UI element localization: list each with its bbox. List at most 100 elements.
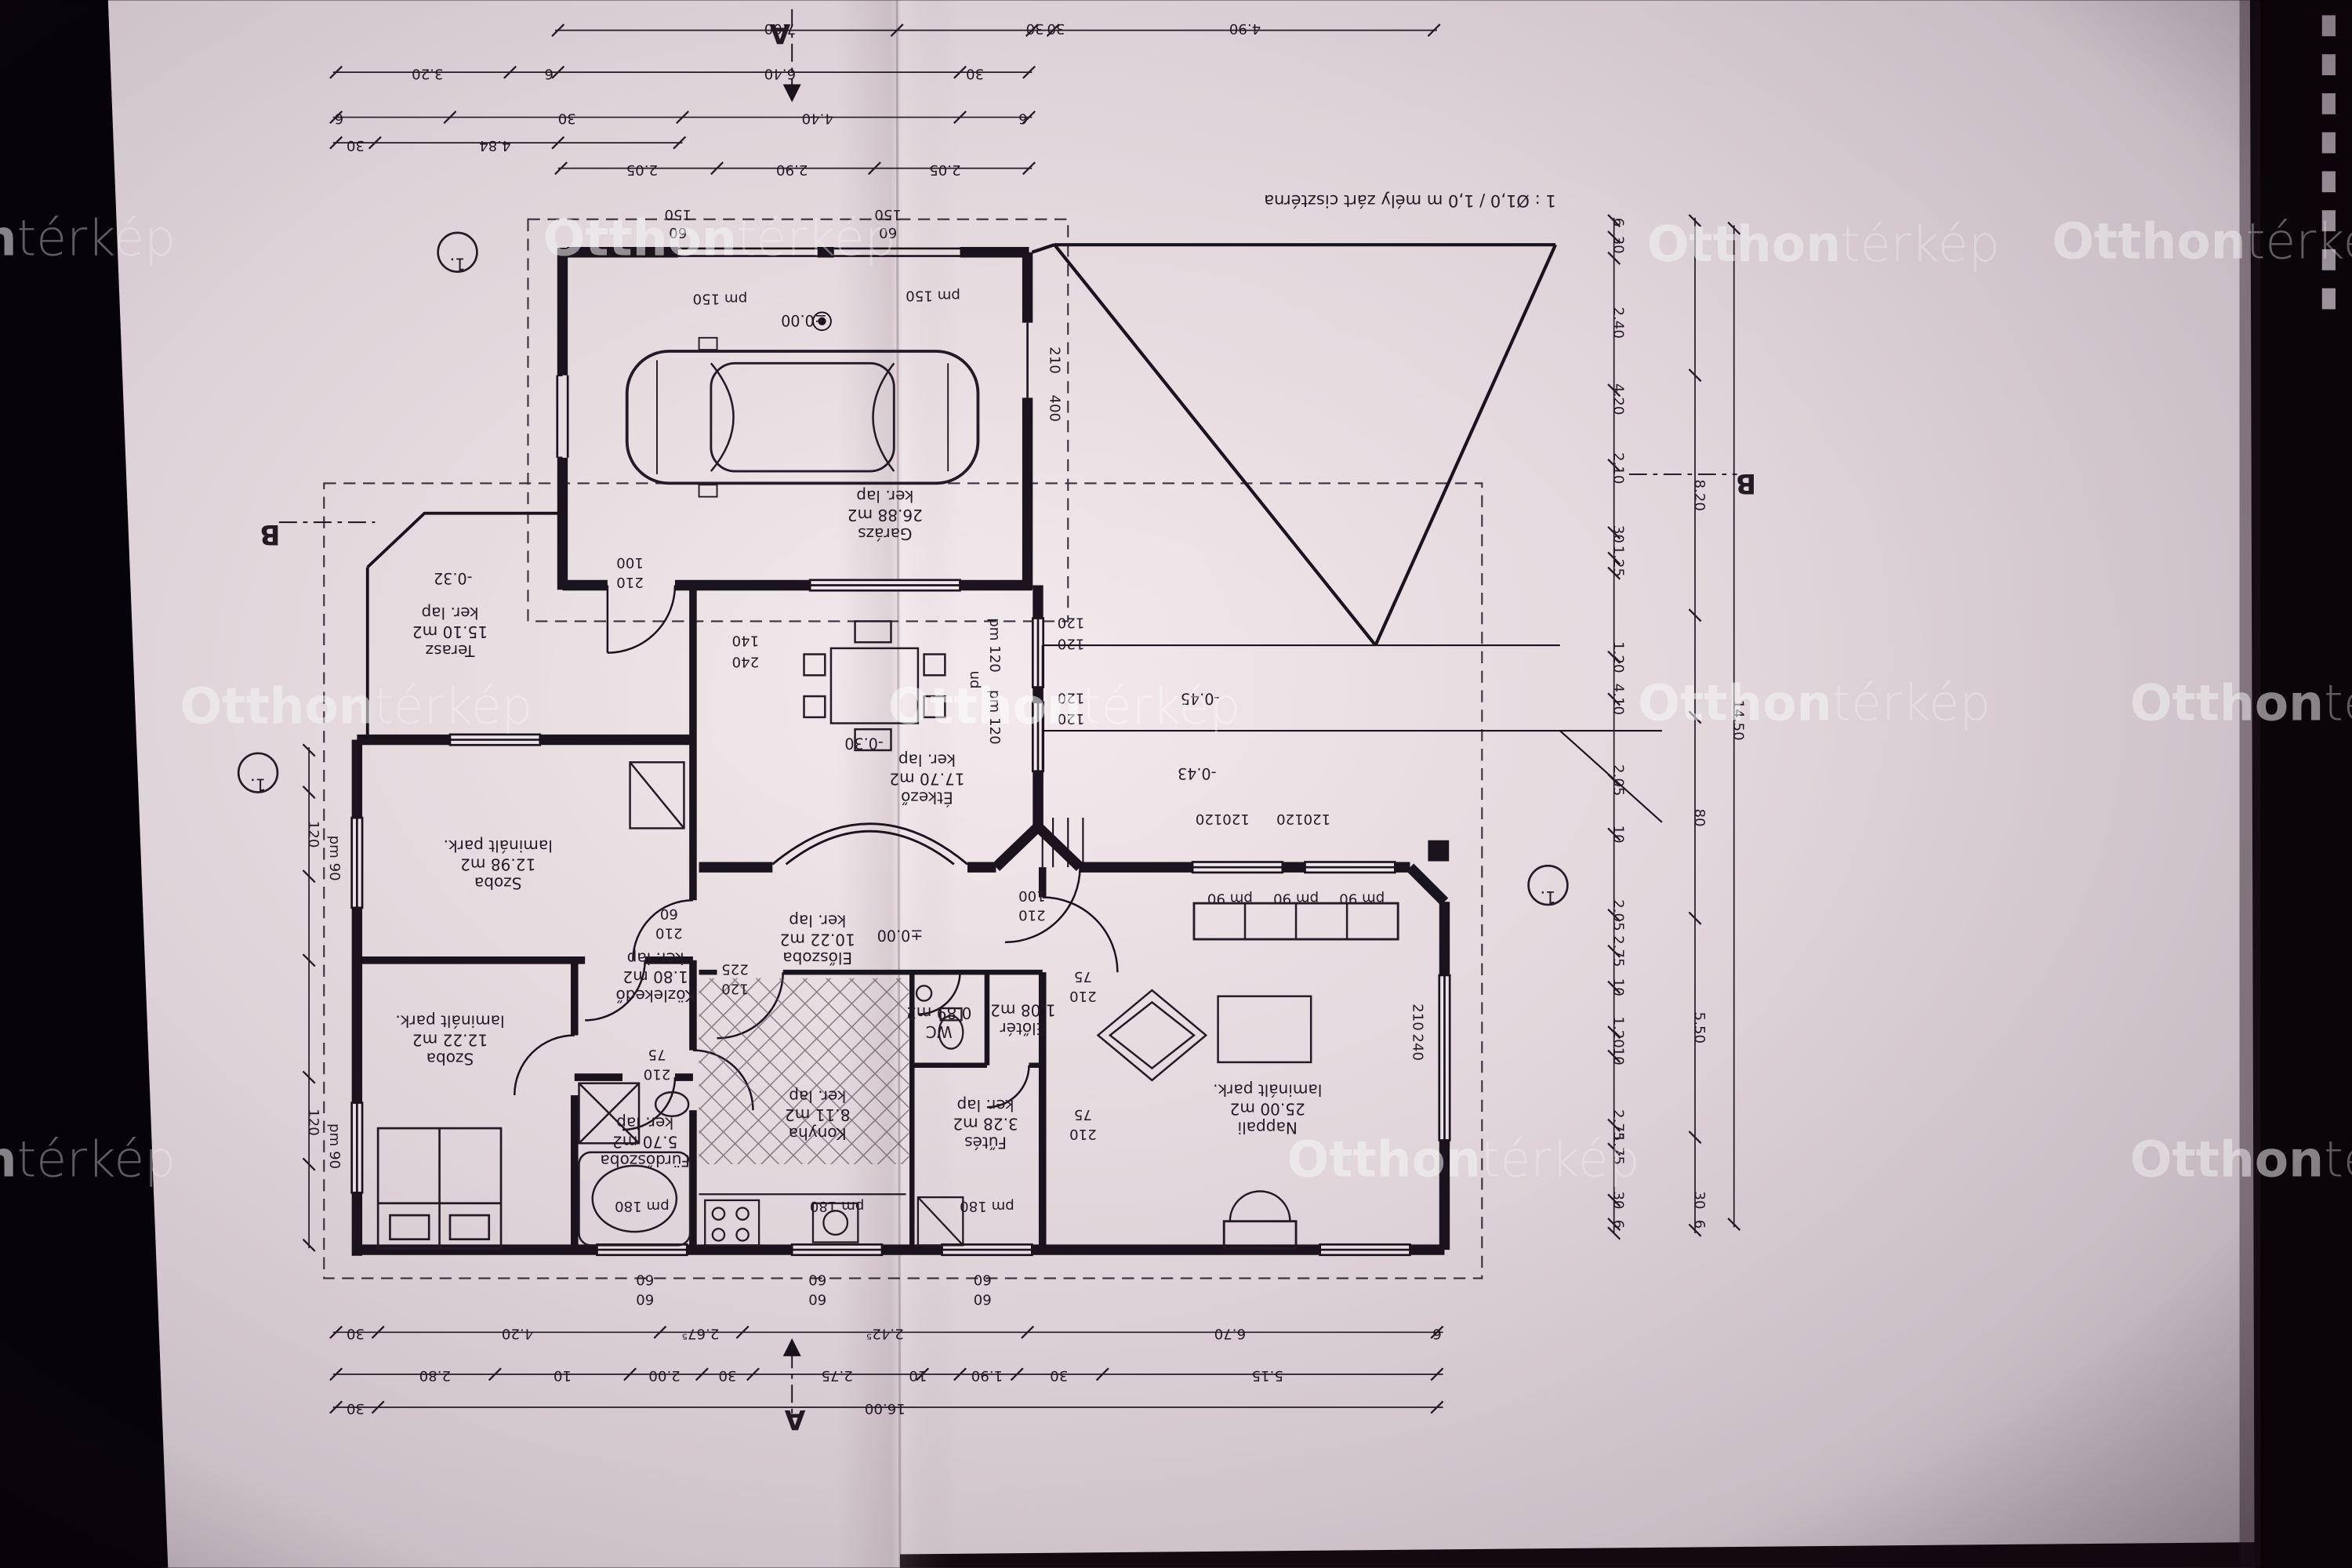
dimension-label: 100 <box>616 554 644 571</box>
dimension-label: 120 <box>1276 811 1304 827</box>
dimension-label: 60 <box>808 1272 826 1288</box>
dimension-label: 120 <box>1196 811 1223 827</box>
dimension-label: 10 <box>909 1367 927 1384</box>
room-label: Előtér1.08 m2 <box>990 1000 1055 1038</box>
dimension-label: pm 180 <box>615 1198 670 1214</box>
dimension-label: 210 <box>655 925 683 942</box>
watermark: Otthontérkép <box>180 677 533 735</box>
dimension-label: 30 <box>347 137 365 154</box>
dimension-label: 1.90 <box>971 1367 1003 1384</box>
dimension-label: pm 90 <box>326 1123 343 1169</box>
watermark: Otthontérkép <box>2130 1130 2352 1188</box>
section-marker: B <box>1736 467 1756 499</box>
dimension-label: 60 <box>974 1272 992 1288</box>
level-label: ±0.00 <box>877 927 924 945</box>
dimension-label: 60 <box>636 1290 654 1307</box>
dimension-label: 30 <box>966 65 984 82</box>
dimension-label: 120 <box>721 980 749 996</box>
room-label: Előszoba10.22 m2ker. lap <box>780 911 855 967</box>
dimension-label: 120 <box>1058 615 1085 631</box>
dimension-label: 240 <box>1409 1033 1425 1061</box>
reference-bubble-label: 1. <box>1540 887 1555 907</box>
dimension-label: 2.42⁵ <box>866 1325 904 1341</box>
watermark: Otthontérkép <box>2130 674 2352 732</box>
dimension-label: 210 <box>1409 1004 1425 1031</box>
dimension-label: 30 <box>1610 236 1627 254</box>
dimension-label: 2.80 <box>419 1367 451 1384</box>
dimension-label: 225 <box>721 961 749 978</box>
dimension-label: 75 <box>1074 968 1092 985</box>
dimension-label: 1.25 <box>1610 546 1627 577</box>
dimension-label: 240 <box>732 653 760 670</box>
watermark: Otthontérkép <box>1638 674 1991 732</box>
dimension-label: pm 90 <box>1273 891 1319 907</box>
watermark: Otthontérkép <box>543 209 896 267</box>
dimension-label: 5.50 <box>1691 1012 1708 1044</box>
dimension-label: pm 90 <box>1339 891 1385 907</box>
dimension-label: 4.40 <box>802 111 833 127</box>
dimension-label: 6 <box>1691 1220 1708 1229</box>
dimension-label: 30 <box>1691 1191 1708 1209</box>
watermark: Otthontérkép <box>0 1130 176 1188</box>
watermark: Otthontérkép <box>2052 212 2352 270</box>
cistern-note: 1 : Ø1,0 / 1,0 m mély zárt cisztérna <box>1264 191 1556 211</box>
dimension-label: 400 <box>1046 394 1062 422</box>
dimension-label: 30 <box>1047 20 1065 37</box>
dimension-label: 30 <box>347 1325 365 1341</box>
dimension-label: pm 180 <box>810 1198 865 1214</box>
dimension-label: pm 150 <box>906 287 960 303</box>
dimension-label: 10 <box>1610 826 1627 844</box>
dimension-label: 140 <box>732 633 760 649</box>
room-label: Konyha8.11 m2ker. lap <box>785 1087 850 1143</box>
dimension-label: 16.00 <box>865 1400 906 1417</box>
dimension-label: 1.20 <box>1610 641 1627 673</box>
dimension-label: 2.75 <box>821 1367 852 1384</box>
dimension-label: 30 <box>347 1400 365 1417</box>
section-marker: A <box>769 17 790 49</box>
dimension-label: 6 <box>1610 218 1627 227</box>
dimension-label: 120 <box>1222 811 1250 827</box>
dimension-label: 75 <box>648 1047 666 1063</box>
dimension-label: 120 <box>1304 811 1331 827</box>
dimension-label: 2.05 <box>626 162 658 178</box>
dimension-label: 210 <box>1018 907 1046 924</box>
dimension-label: 120 <box>305 821 321 848</box>
dimension-label: 2.75 <box>1610 935 1627 967</box>
dimension-label: 4.20 <box>1610 383 1627 415</box>
dimension-label: 6 <box>335 111 344 127</box>
dimension-label: 60 <box>660 906 678 922</box>
dimension-label: 6 <box>1432 1325 1442 1341</box>
dimension-label: 3.20 <box>412 65 443 82</box>
dimension-label: pm 90 <box>326 836 343 881</box>
dimension-label: 4.84 <box>479 137 510 154</box>
dimension-label: 6.40 <box>764 65 796 82</box>
dimension-label: 10 <box>1610 978 1627 996</box>
level-label: -0.32 <box>434 569 472 587</box>
dimension-label: 210 <box>1046 347 1062 374</box>
dimension-label: 6 <box>1018 111 1028 127</box>
dimension-label: 8.20 <box>1691 479 1708 510</box>
dimension-label: 6 <box>1610 1220 1627 1229</box>
dimension-label: 2.90 <box>776 162 808 178</box>
dimension-label: 30 <box>558 111 576 127</box>
dimension-label: 2.05 <box>929 162 960 178</box>
watermark: Otthontérkép <box>1287 1130 1640 1188</box>
dimension-label: pm 180 <box>960 1198 1014 1214</box>
dimension-label: 10 <box>1610 1047 1627 1065</box>
dimension-label: 2.05 <box>1610 764 1627 796</box>
dimension-label: 80 <box>1691 808 1708 826</box>
dimension-label: pm 150 <box>693 290 748 307</box>
reference-bubble-label: 1. <box>450 254 466 274</box>
room-label: Garázs26.88 m2ker. lap <box>848 487 923 543</box>
dimension-label: 75 <box>1074 1106 1092 1123</box>
dimension-label: 1.20 <box>1610 1016 1627 1047</box>
dimension-label: 4.20 <box>502 1325 533 1341</box>
dimension-label: 210 <box>1069 1126 1097 1142</box>
dimension-label: 210 <box>1069 988 1097 1004</box>
room-label: Közlekedő1.80 m2ker. lap <box>615 949 695 1005</box>
dimension-label: 5.15 <box>1251 1367 1283 1384</box>
dimension-label: 30 <box>1610 525 1627 543</box>
level-label: -0.43 <box>1178 764 1216 782</box>
dimension-label: 6 <box>544 65 554 82</box>
